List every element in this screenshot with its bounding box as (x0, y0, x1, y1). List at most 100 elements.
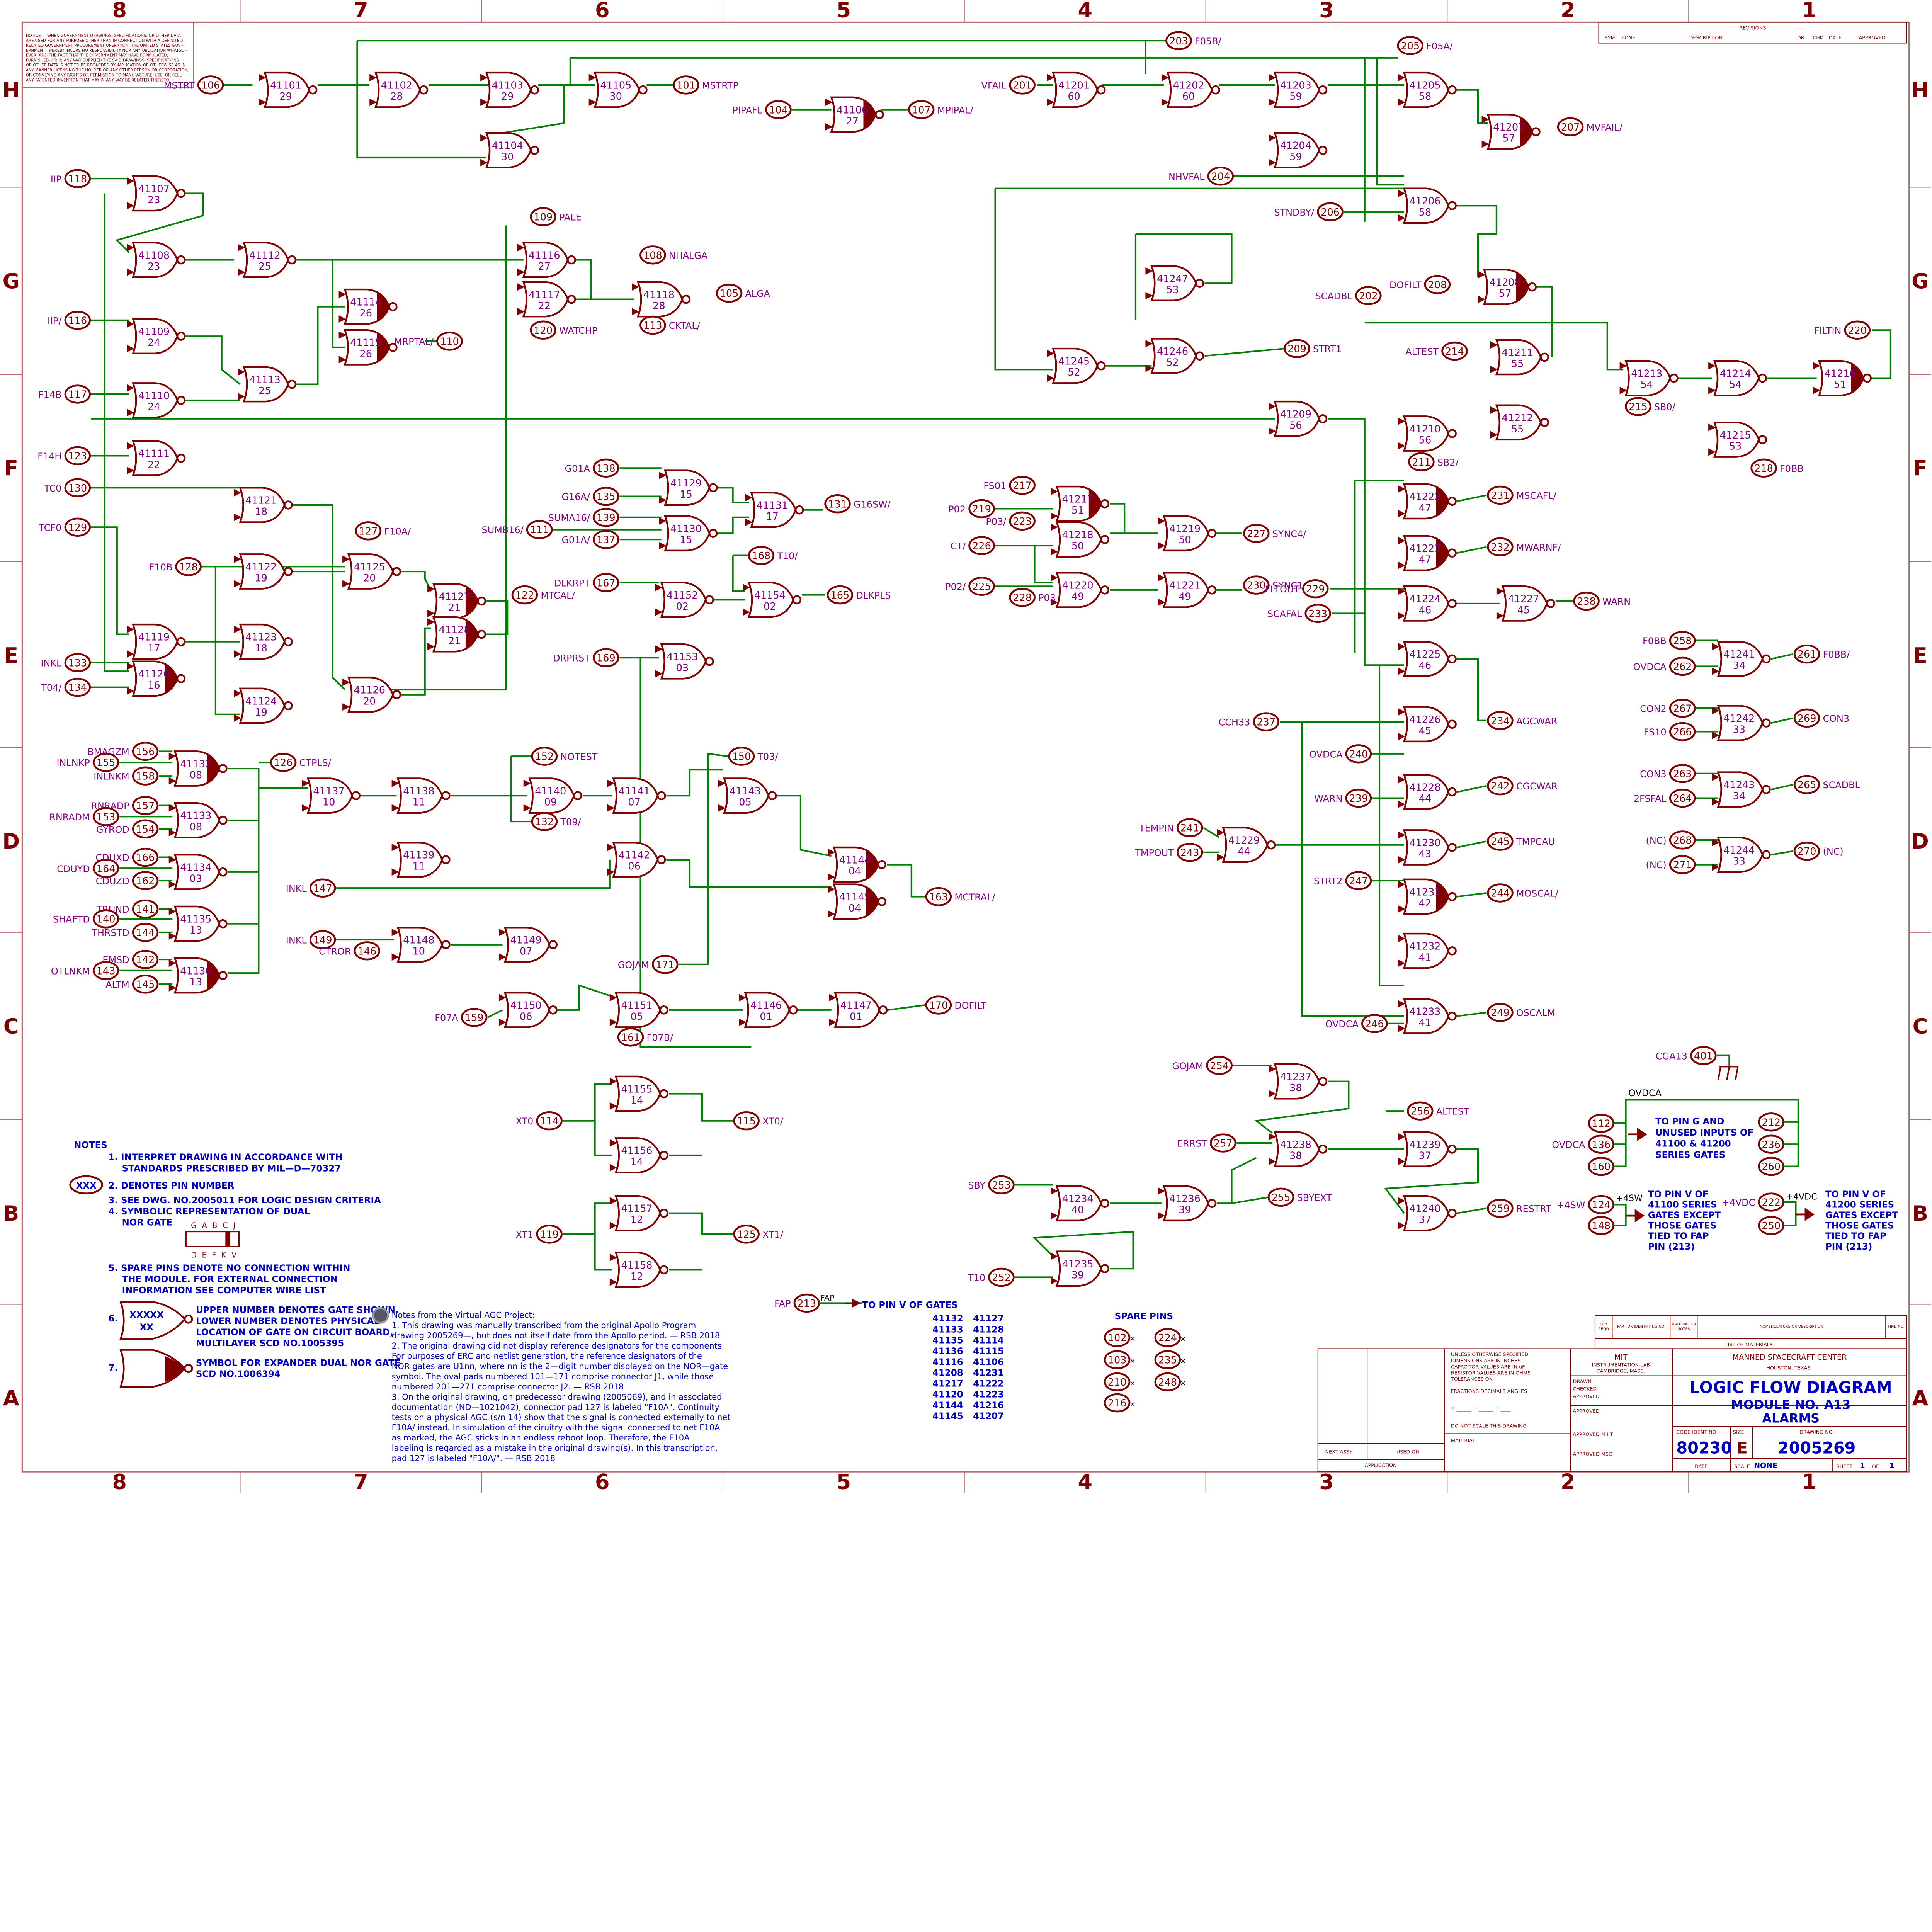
gate-number: 41226 (1409, 714, 1440, 726)
nor-gate-icon (1403, 829, 1449, 866)
pad-number: 164 (97, 863, 116, 875)
output-bubble-icon (1266, 840, 1276, 850)
no-connect-x-icon: × (1129, 1379, 1136, 1388)
pad-oval-icon (793, 1293, 820, 1313)
notice-line-6: FURNISHED, OR IN ANY WAY SUPPLIED THE SA… (26, 58, 179, 63)
pad-number: 129 (68, 522, 87, 534)
nor-gate-icon (485, 71, 532, 108)
pad-oval-icon (132, 975, 159, 994)
fap-gate-col2-6: 41231 (973, 1368, 1004, 1378)
gate-number: 41101 (270, 80, 301, 92)
gate-number: 41157 (621, 1203, 652, 1215)
pad-number: 127 (359, 526, 378, 537)
pad-signal-label: CON3 (1823, 713, 1850, 724)
notice-line-8: ANY MANNER LICENSING THE HOLDER OR ANY O… (26, 68, 189, 73)
zone-col-top-3: 3 (1319, 0, 1334, 22)
gate-number: 41154 (754, 590, 786, 601)
output-bubble-icon (176, 637, 186, 646)
nor-gate-icon (614, 1137, 661, 1173)
output-bubble-icon (1762, 850, 1771, 859)
pad-number: 225 (972, 581, 991, 593)
pad-number: 133 (68, 657, 87, 669)
gate-number: 41111 (138, 448, 170, 460)
pad-number: 159 (465, 1012, 484, 1024)
nor-gate-icon (396, 777, 443, 814)
nor-gate-icon (239, 487, 286, 523)
nor-gate-icon (242, 242, 289, 278)
input-arrow-icon (1217, 829, 1225, 861)
pad-oval-icon (1176, 843, 1203, 862)
pad-signal-label: SB2/ (1437, 457, 1459, 468)
pad-signal-label: +4VDC (1722, 1197, 1755, 1208)
pad-number: 107 (912, 104, 931, 116)
output-bubble-icon (573, 791, 582, 800)
gate-number: 41234 (1062, 1193, 1094, 1205)
pad-signal-label: GOJAM (618, 959, 649, 970)
ground-symbol (1717, 1054, 1739, 1080)
nor-gate-icon (503, 926, 551, 963)
notice-line-5: EVER; AND THE FACT THAT THE GOVERNMENT M… (26, 54, 168, 58)
input-arrow-icon (234, 489, 242, 521)
expander-fill (377, 332, 389, 362)
expander-fill (1436, 486, 1449, 516)
pad-number: 203 (1169, 36, 1188, 47)
gate-number: 41123 (245, 632, 277, 643)
sheet-count: 1 (1889, 1461, 1895, 1470)
input-arrow-icon (391, 929, 399, 961)
fap-net-label: FAP (820, 1293, 835, 1303)
input-arrow-icon (609, 994, 617, 1026)
nor-gate-icon (132, 242, 179, 278)
gate-number: 41158 (621, 1260, 652, 1271)
pad-number: 206 (1321, 207, 1340, 218)
pad-signal-label: G16A/ (562, 492, 590, 502)
input-arrow-icon (1712, 773, 1719, 806)
pad-oval-icon (716, 283, 743, 303)
pad-oval-icon (1669, 788, 1696, 808)
gate-number: 41206 (1409, 196, 1440, 207)
note-1-line-1: 1. INTERPRET DRAWING IN ACCORDANCE WITH (109, 1153, 343, 1163)
pad-signal-label: SHAFTD (53, 914, 90, 925)
input-arrow-icon (1813, 362, 1821, 395)
nor-gate-icon (242, 366, 289, 403)
pad-signal-label: G01A/ (562, 535, 590, 546)
pad-oval-icon (1690, 1046, 1717, 1065)
header-find-no-cell: FIND NO. (1888, 1324, 1905, 1328)
pad-oval-icon (64, 384, 91, 404)
output-bubble-icon (792, 595, 802, 605)
pad-number: 156 (136, 746, 155, 758)
gate-location: 18 (255, 506, 267, 517)
gate-number: 41236 (1169, 1193, 1201, 1205)
pad-number: 223 (1013, 516, 1032, 527)
pad-signal-label: NOTEST (560, 752, 598, 762)
agc-note-line-3: drawing 2005269—, but does not itself da… (392, 1331, 720, 1340)
pad-number: 208 (1428, 279, 1447, 291)
gate-location: 49 (1179, 591, 1191, 602)
input-arrow-icon (1158, 574, 1165, 606)
gate-number: 41225 (1409, 649, 1440, 660)
pad-number: 264 (1673, 793, 1692, 804)
pad-oval-icon (92, 859, 119, 878)
vdc-text-line-2: 41200 SERIES (1825, 1200, 1894, 1210)
drawing-notes: NOTES 1. INTERPRET DRAWING IN ACCORDANCE… (69, 1140, 400, 1388)
pad-signal-label: FILTIN (1814, 325, 1841, 336)
wire-102 (1457, 785, 1487, 793)
pad-signal-label: STRT1 (1313, 344, 1342, 355)
pad-number: 140 (97, 913, 116, 925)
